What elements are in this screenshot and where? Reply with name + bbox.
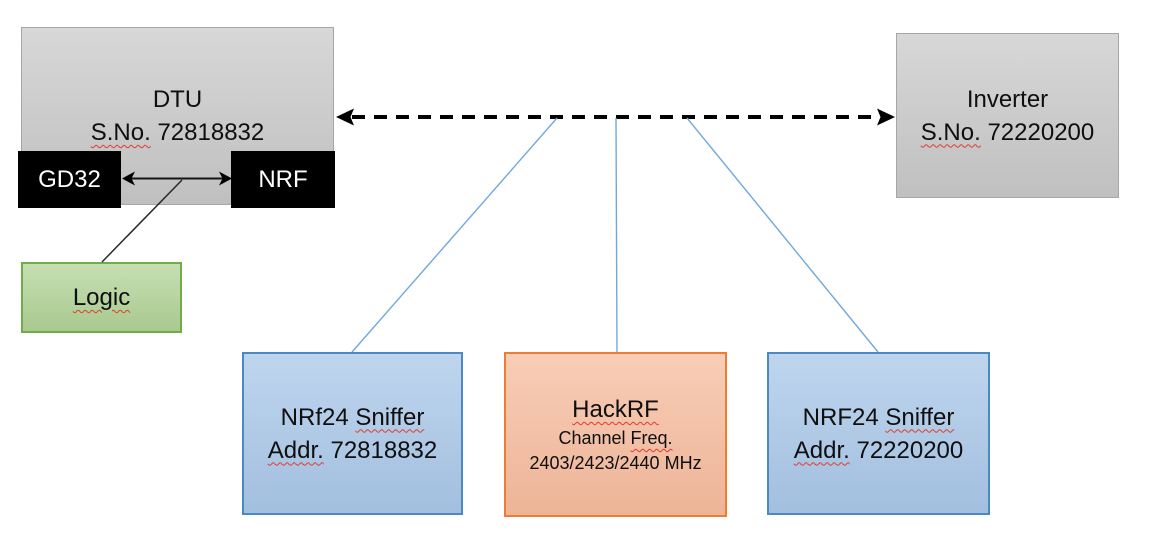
inverter-title: Inverter — [966, 85, 1049, 113]
dtu-title: DTU — [152, 86, 203, 113]
nrf-chip: NRF — [231, 151, 335, 208]
dtu-serial: S.No. 72818832 — [91, 116, 264, 149]
dashed-arrow-left-head-icon — [336, 108, 354, 126]
sniffer-right-addr-prefix: Addr. — [793, 436, 850, 464]
sniffer-right-addr-number: 72220200 — [856, 436, 964, 464]
logic-box: Logic — [21, 262, 182, 333]
inverter-serial: S.No. 72220200 — [921, 116, 1094, 149]
sniffer-left-connector-line — [351, 117, 558, 353]
sniffer-left-box: NRf24 Sniffer Addr. 72818832 — [242, 352, 463, 515]
logic-label: Logic — [72, 284, 131, 311]
hackrf-freq-label-a: Channel — [558, 428, 626, 448]
hackrf-freq-label: Channel Freq. — [558, 426, 672, 451]
sniffer-left-name-suffix: Sniffer — [355, 403, 425, 431]
sniffer-left-addr-number: 72818832 — [330, 436, 438, 464]
sniffer-left-address: Addr. 72818832 — [268, 434, 438, 467]
hackrf-title: HackRF — [572, 396, 659, 423]
inverter-serial-prefix: S.No. — [920, 118, 981, 146]
sniffer-right-title: NRF24 Sniffer — [803, 401, 955, 434]
dtu-serial-number: 72818832 — [157, 119, 265, 146]
sniffer-left-addr-prefix: Addr. — [267, 436, 324, 464]
sniffer-left-title: NRf24 Sniffer — [281, 401, 425, 434]
dashed-arrow-right-head-icon — [877, 108, 895, 126]
nrf-label: NRF — [258, 166, 308, 193]
hackrf-freq-values: 2403/2423/2440 MHz — [529, 453, 702, 473]
sniffer-right-address: Addr. 72220200 — [794, 434, 964, 467]
hackrf-freq-label-b: Freq. — [630, 428, 673, 448]
sniffer-left-name: NRf24 — [280, 403, 349, 431]
dtu-serial-prefix: S.No. — [90, 119, 151, 146]
hackrf-connector-line — [615, 117, 618, 353]
sniffer-right-name-suffix: Sniffer — [885, 403, 955, 431]
inverter-box: Inverter S.No. 72220200 — [896, 33, 1119, 198]
hackrf-box: HackRF Channel Freq. 2403/2423/2440 MHz — [504, 352, 727, 517]
inverter-serial-number: 72220200 — [987, 118, 1095, 146]
gd32-chip: GD32 — [18, 151, 121, 208]
sniffer-right-connector-line — [686, 117, 879, 353]
sniffer-right-name: NRF24 — [802, 403, 879, 431]
sniffer-right-box: NRF24 Sniffer Addr. 72220200 — [767, 352, 990, 515]
gd32-label: GD32 — [38, 166, 101, 193]
